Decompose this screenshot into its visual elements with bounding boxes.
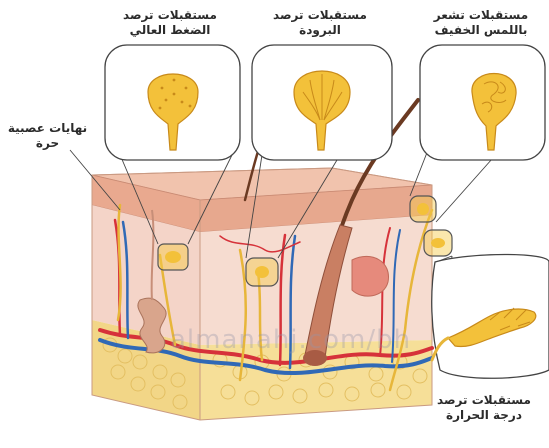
callout-heat <box>432 255 549 379</box>
label-heat-line2: درجة الحرارة <box>419 408 549 423</box>
callout-high-pressure <box>105 45 240 160</box>
callout-light-touch <box>420 45 545 160</box>
sebaceous-gland <box>352 256 389 296</box>
label-high-pressure: مستقبلات ترصد الضغط العالي <box>100 8 240 38</box>
callout-cold <box>252 45 392 160</box>
label-high-pressure-line1: مستقبلات ترصد <box>100 8 240 23</box>
label-free-nerve-line1: نهايات عصبية <box>0 121 95 136</box>
label-high-pressure-line2: الضغط العالي <box>100 23 240 38</box>
label-free-nerve-endings: نهايات عصبية حرة <box>0 121 95 151</box>
label-light-touch-line2: باللمس الخفيف <box>413 23 549 38</box>
label-heat-line1: مستقبلات ترصد <box>419 393 549 408</box>
label-cold: مستقبلات ترصد البرودة <box>250 8 390 38</box>
label-light-touch: مستقبلات تشعر باللمس الخفيف <box>413 8 549 38</box>
watermark: almanahj.com/bh <box>170 325 411 355</box>
label-light-touch-line1: مستقبلات تشعر <box>413 8 549 23</box>
label-free-nerve-line2: حرة <box>0 136 95 151</box>
label-heat: مستقبلات ترصد درجة الحرارة <box>419 393 549 423</box>
label-cold-line1: مستقبلات ترصد <box>250 8 390 23</box>
label-cold-line2: البرودة <box>250 23 390 38</box>
skin-block <box>92 168 432 420</box>
